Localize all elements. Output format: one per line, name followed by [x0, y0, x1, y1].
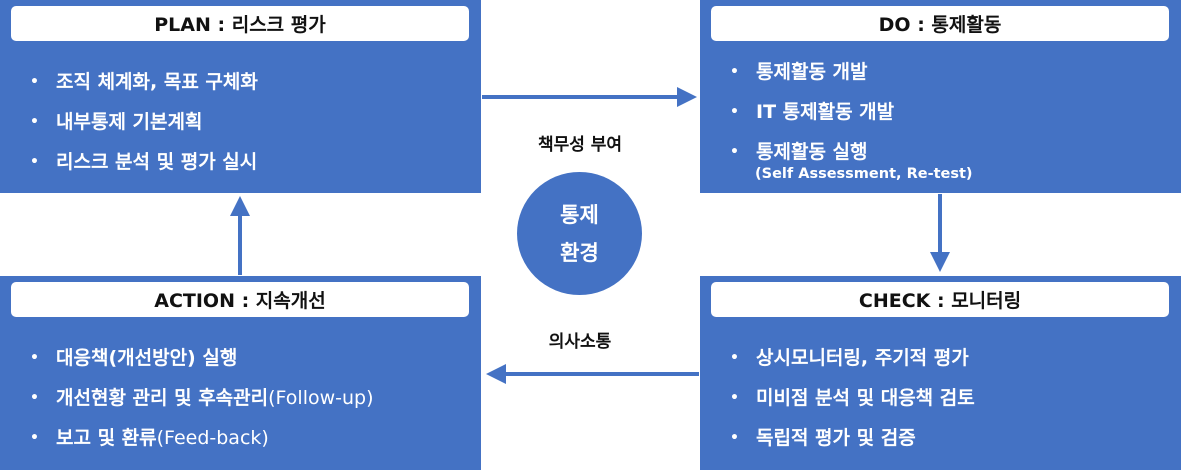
check-box: CHECK : 모니터링 상시모니터링, 주기적 평가 미비점 분석 및 대응책…	[700, 276, 1181, 470]
check-item: 미비점 분석 및 대응책 검토	[730, 378, 975, 418]
plan-box: PLAN : 리스크 평가 조직 체계화, 목표 구체화 내부통제 기본계획 리…	[0, 0, 481, 193]
plan-item: 리스크 분석 및 평가 실시	[30, 142, 258, 182]
do-box: DO : 통제활동 통제활동 개발 IT 통제활동 개발 통제활동 실행 (Se…	[700, 0, 1181, 193]
check-item: 상시모니터링, 주기적 평가	[730, 338, 975, 378]
communication-label: 의사소통	[548, 332, 612, 352]
do-item: IT 통제활동 개발	[730, 92, 973, 132]
circle-line2: 환경	[560, 240, 599, 265]
do-item-note: (Self Assessment, Re-test)	[755, 166, 973, 182]
plan-items: 조직 체계화, 목표 구체화 내부통제 기본계획 리스크 분석 및 평가 실시	[30, 62, 258, 182]
action-items: 대응책(개선방안) 실행 개선현황 관리 및 후속관리(Follow-up) 보…	[30, 338, 374, 458]
do-item: 통제활동 개발	[730, 52, 973, 92]
do-item: 통제활동 실행 (Self Assessment, Re-test)	[730, 132, 973, 192]
check-items: 상시모니터링, 주기적 평가 미비점 분석 및 대응책 검토 독립적 평가 및 …	[730, 338, 975, 458]
plan-item: 조직 체계화, 목표 구체화	[30, 62, 258, 102]
plan-title: PLAN : 리스크 평가	[11, 6, 469, 41]
action-box: ACTION : 지속개선 대응책(개선방안) 실행 개선현황 관리 및 후속관…	[0, 276, 481, 470]
check-item: 독립적 평가 및 검증	[730, 418, 975, 458]
action-item: 개선현황 관리 및 후속관리(Follow-up)	[30, 378, 374, 418]
do-items: 통제활동 개발 IT 통제활동 개발 통제활동 실행 (Self Assessm…	[730, 52, 973, 192]
do-title: DO : 통제활동	[711, 6, 1169, 41]
plan-item: 내부통제 기본계획	[30, 102, 258, 142]
circle-line1: 통제	[560, 202, 599, 227]
check-title: CHECK : 모니터링	[711, 282, 1169, 317]
action-title: ACTION : 지속개선	[11, 282, 469, 317]
control-environment-circle: 통제 환경	[517, 172, 642, 295]
action-item: 대응책(개선방안) 실행	[30, 338, 374, 378]
do-item-label: 통제활동 실행	[756, 141, 868, 163]
accountability-label: 책무성 부여	[537, 135, 623, 155]
action-item: 보고 및 환류(Feed-back)	[30, 418, 374, 458]
